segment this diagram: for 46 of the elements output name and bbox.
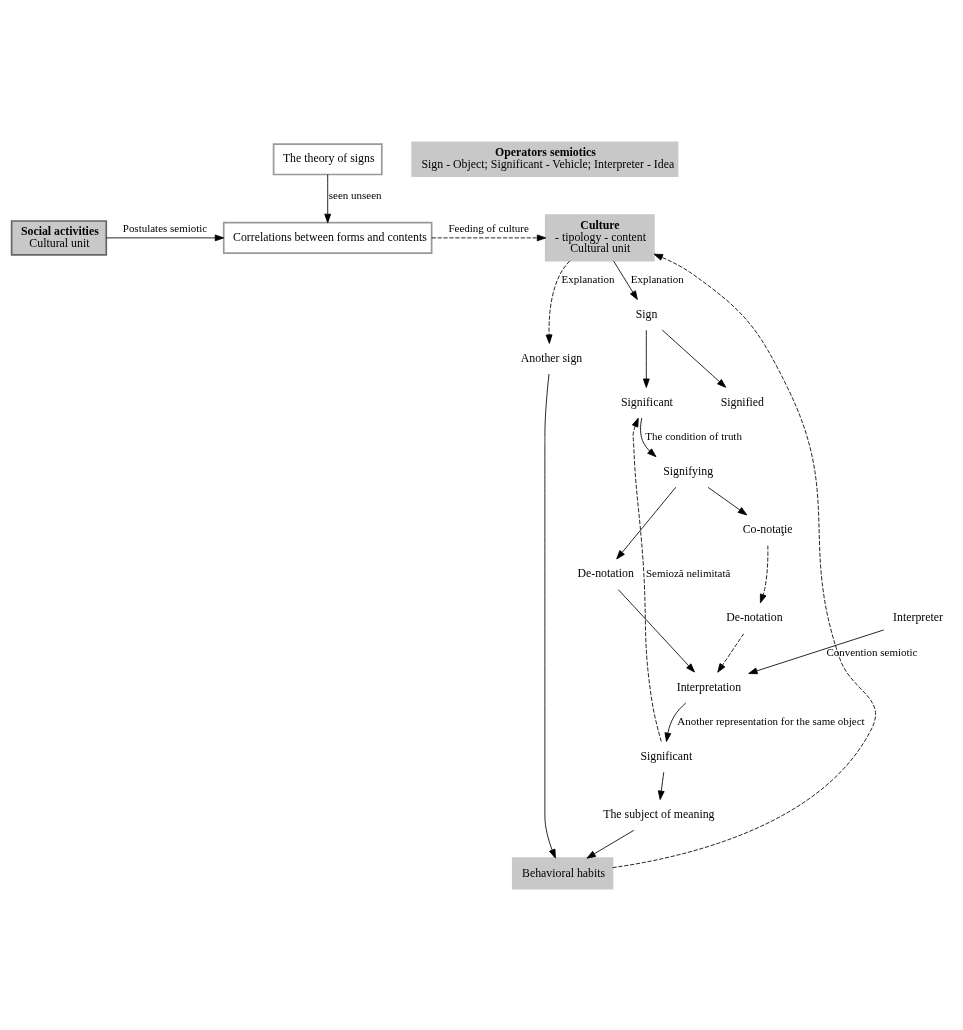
edge-label: seen unseen [328, 188, 382, 200]
node-text: Significant [620, 394, 673, 409]
edge-label: Convention semiotic [826, 645, 918, 658]
arrow [631, 417, 662, 742]
node-box: The theory of signs [272, 142, 383, 175]
node-text: Interpreter [893, 609, 943, 624]
arrow [544, 373, 556, 858]
edge-label: Postulates semiotic [122, 221, 208, 234]
arrow [642, 329, 650, 388]
node-text: Signifying [663, 463, 714, 478]
edge-label: Semioză nelimitată [645, 566, 731, 579]
edge-label: Another representation for the same object [677, 714, 865, 727]
arrow [616, 486, 677, 559]
node-text: Sign [635, 306, 658, 321]
node-text: De-notation [726, 609, 783, 624]
arrow [664, 702, 687, 742]
edge-label: Explanation [630, 272, 684, 285]
node-text: Another sign [520, 350, 583, 365]
arrow [661, 329, 727, 388]
node-text: The subject of meaning [603, 806, 715, 821]
arrow [748, 629, 885, 674]
node-text: Interpretation [676, 679, 742, 694]
node-text: De-notation [577, 565, 634, 580]
arrow [617, 588, 695, 672]
node-box: Behavioral habits [511, 856, 614, 889]
arrow [707, 486, 748, 515]
arrow [759, 544, 769, 603]
arrow [613, 259, 638, 300]
node-text: Co-notaţie [742, 521, 793, 536]
arrow [657, 771, 665, 800]
node-box: Operators semiotics Sign - Object; Significant - Vehicle; Interpreter - Idea [411, 141, 679, 177]
arrow [640, 417, 657, 457]
edge-label: Feeding of culture [448, 221, 529, 234]
arrow [324, 173, 332, 223]
arrow [545, 260, 571, 344]
node-box: Correlations between forms and contents [222, 221, 433, 254]
node-box: Social activities Cultural unit [10, 219, 108, 256]
edge-label: The condition of truth [645, 429, 742, 442]
arrow [105, 234, 225, 241]
arrow [717, 632, 745, 673]
node-text: Significant [640, 748, 693, 763]
node-text: Signified [720, 394, 765, 409]
arrow [431, 234, 547, 241]
edge-label: Explanation [561, 272, 615, 285]
node-box: Culture - tipology - content Cultural unit [544, 213, 655, 262]
arrow [586, 829, 635, 859]
